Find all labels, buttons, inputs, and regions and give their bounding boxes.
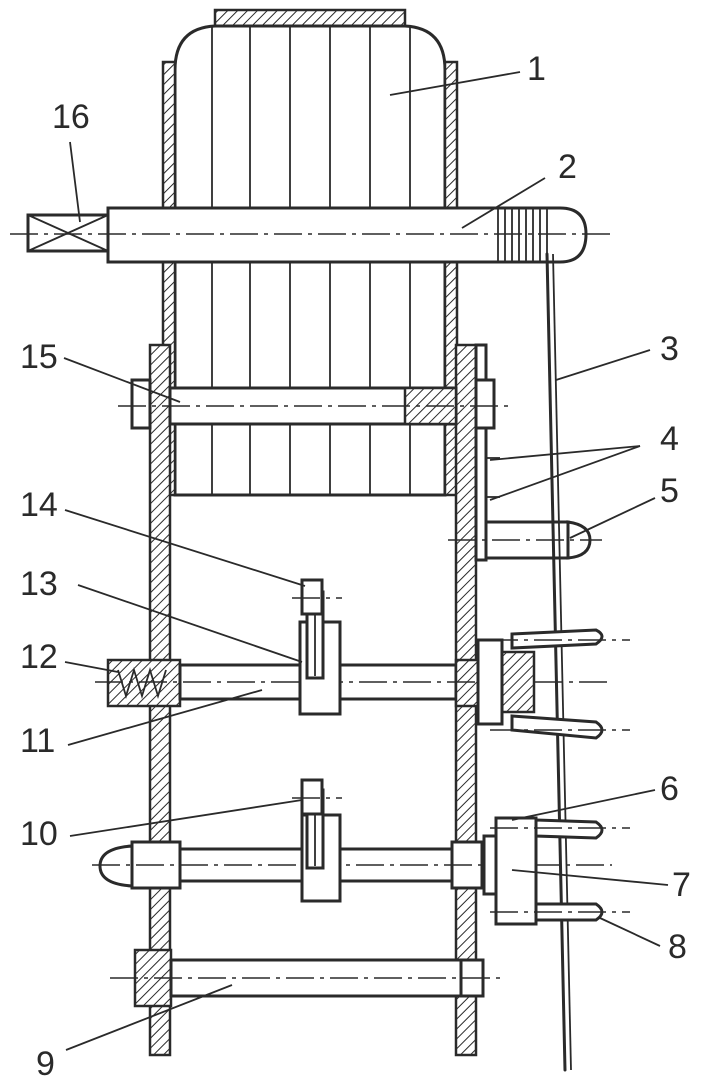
label-3: 3 <box>660 330 679 368</box>
label-7: 7 <box>672 866 691 904</box>
label-8: 8 <box>668 928 687 966</box>
lower-star-wheel <box>482 816 630 926</box>
label-15: 15 <box>20 338 58 376</box>
part-labels: 1 2 3 4 5 6 7 8 9 10 11 12 13 14 15 16 <box>20 50 691 1080</box>
label-12: 12 <box>20 638 58 676</box>
main-shaft <box>10 206 610 264</box>
label-9: 9 <box>36 1045 55 1080</box>
label-4: 4 <box>660 420 679 458</box>
label-1: 1 <box>527 50 546 88</box>
label-16: 16 <box>52 98 90 136</box>
label-10: 10 <box>20 815 58 853</box>
upper-rod <box>118 378 510 430</box>
thread <box>545 252 572 1072</box>
label-11: 11 <box>20 722 55 760</box>
middle-star-wheel <box>476 628 630 740</box>
leader-lines <box>63 71 669 1051</box>
bottom-rod <box>110 948 500 1008</box>
label-5: 5 <box>660 472 679 510</box>
label-6: 6 <box>660 770 679 808</box>
label-14: 14 <box>20 486 58 524</box>
label-13: 13 <box>20 565 58 603</box>
lower-clamp <box>292 778 342 903</box>
label-2: 2 <box>558 148 577 186</box>
middle-clamp <box>292 578 342 716</box>
